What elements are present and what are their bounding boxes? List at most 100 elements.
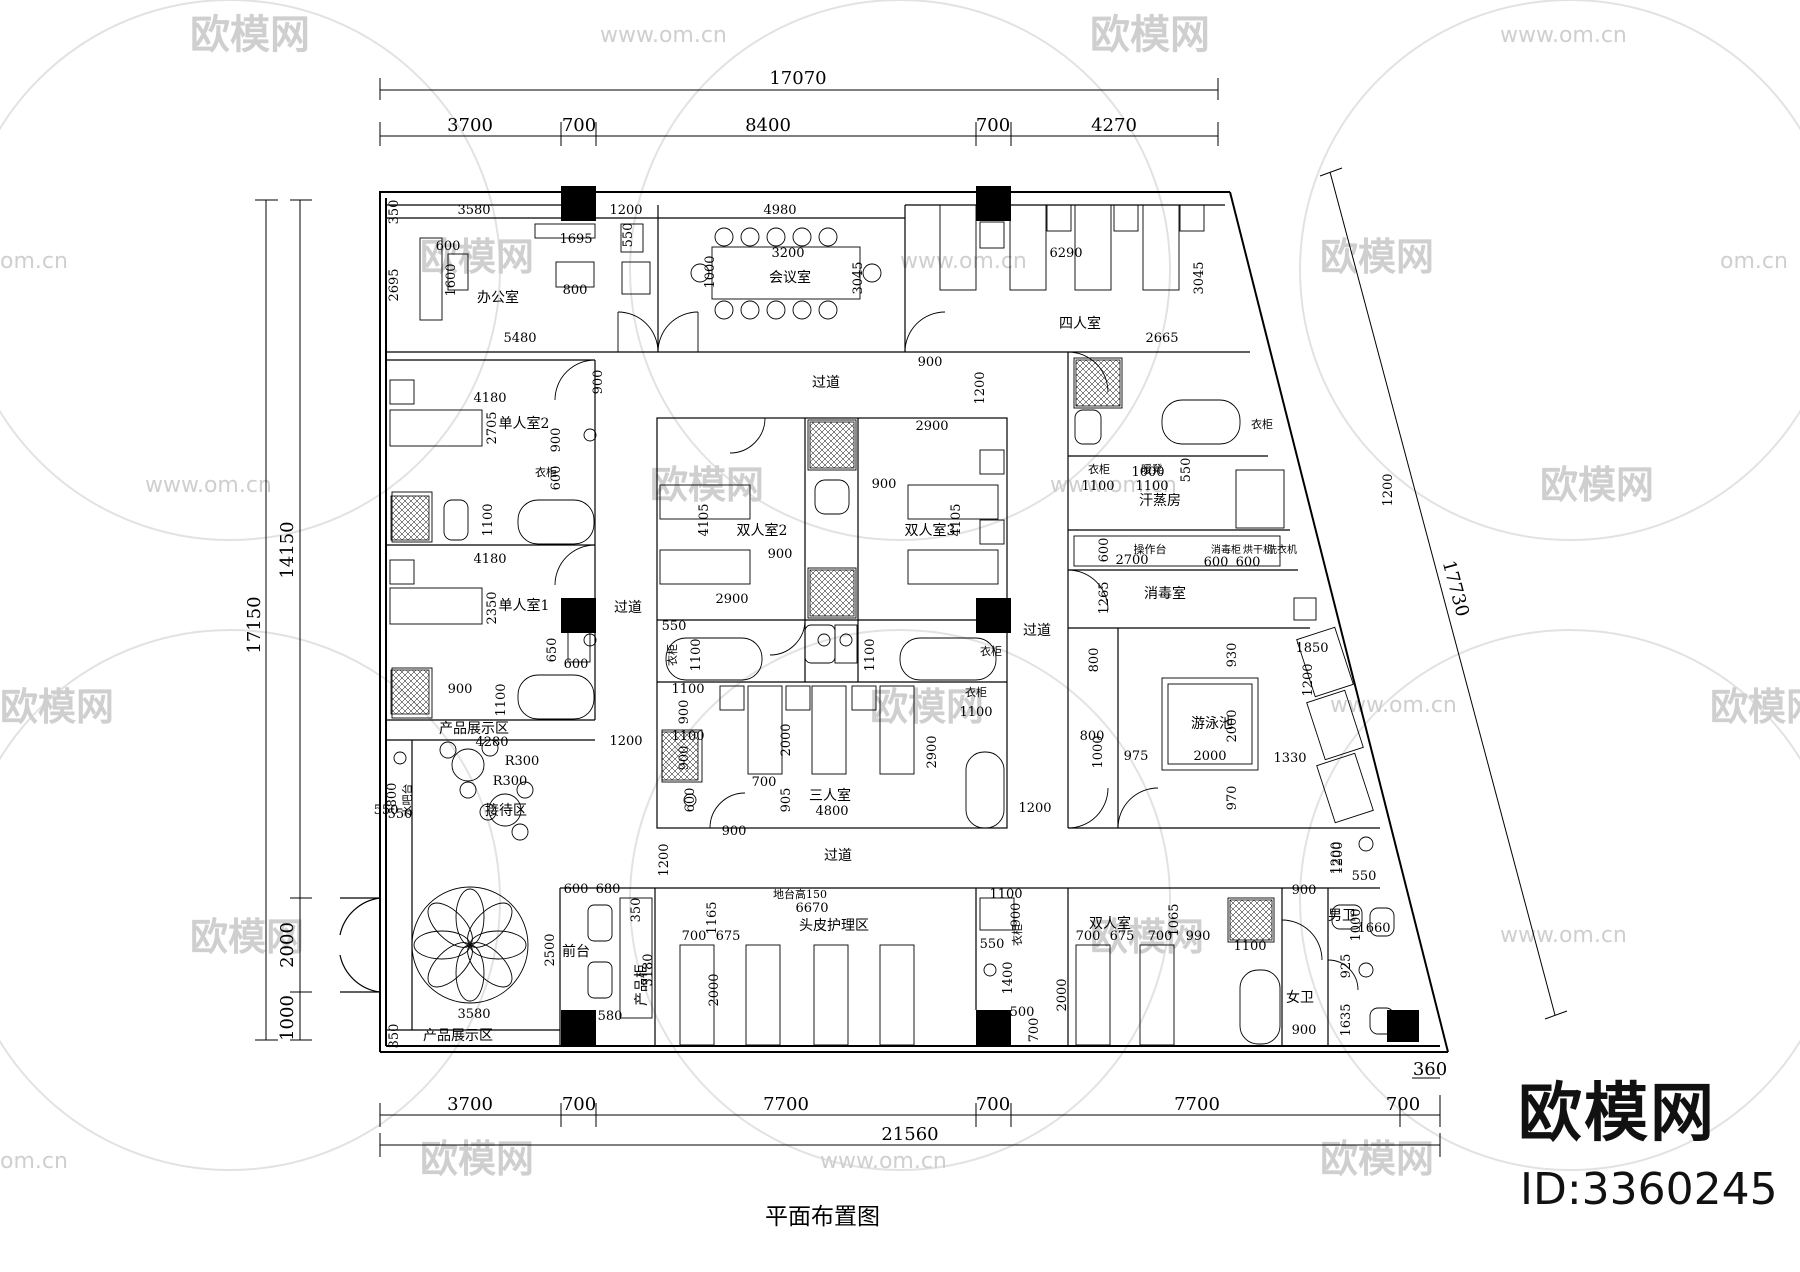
dim-bottom-2: 700 [562,1094,596,1115]
svg-text:3045: 3045 [1192,261,1207,294]
dim-left-main: 14150 [277,521,298,578]
label-wardrobe: 衣柜 [1251,417,1273,431]
svg-text:3045: 3045 [851,261,866,294]
svg-text:600: 600 [1204,555,1229,570]
watermark-brand: 欧模网 [420,235,534,279]
svg-text:3180: 3180 [641,953,656,986]
svg-text:900: 900 [677,700,692,725]
watermark-layer [0,0,1800,1171]
svg-text:5480: 5480 [503,331,536,346]
room-women-wc: 女卫 [1286,989,1314,1006]
dim-bottom-6: 700 [1386,1094,1420,1115]
watermark-brand: 欧模网 [190,12,310,58]
svg-text:1850: 1850 [1295,641,1328,656]
svg-text:970: 970 [1225,786,1240,811]
svg-text:2900: 2900 [715,592,748,607]
room-triple: 三人室 [809,787,851,804]
room-meeting: 会议室 [769,269,811,286]
svg-text:900: 900 [1009,903,1024,928]
svg-text:2000: 2000 [1225,709,1240,742]
svg-text:990: 990 [1186,929,1211,944]
dim-top-4: 700 [976,115,1010,136]
svg-text:1200: 1200 [657,843,672,876]
watermark-url: www.om.cn [1050,473,1177,498]
dim-left-total: 17150 [244,596,265,653]
svg-text:1200: 1200 [1301,663,1316,696]
svg-text:500: 500 [1010,1005,1035,1020]
svg-text:680: 680 [596,882,621,897]
watermark-brand: 欧模网 [1090,12,1210,58]
dimension-labels: 17070 3700 700 8400 700 4270 3700 700 77… [244,68,1473,1145]
label-wardrobe: 衣柜 [665,644,679,666]
svg-text:675: 675 [716,929,741,944]
svg-text:600: 600 [1236,555,1261,570]
svg-text:3580: 3580 [457,1007,490,1022]
dim-top-3: 8400 [745,115,791,136]
svg-text:2350: 2350 [485,591,500,624]
watermark-text: 欧模网 欧模网 www.om.cn www.om.cn 欧模网 欧模网 om.c… [0,12,1800,1181]
svg-text:700: 700 [1027,1018,1042,1043]
svg-text:1695: 1695 [559,232,592,247]
watermark-url: www.om.cn [1500,923,1627,948]
svg-text:R300: R300 [505,754,540,769]
watermark-short: om.cn [0,249,68,274]
svg-text:4105: 4105 [697,503,712,536]
svg-text:1000: 1000 [1091,735,1106,768]
watermark-url: www.om.cn [145,473,272,498]
svg-text:550: 550 [374,803,399,818]
watermark-brand: 欧模网 [1320,235,1434,279]
svg-text:1100: 1100 [863,638,878,671]
svg-text:350: 350 [629,898,644,923]
svg-text:675: 675 [1110,929,1135,944]
outer-walls [379,191,1449,1053]
room-men-wc: 男卫 [1328,908,1356,924]
svg-text:600: 600 [549,466,564,491]
dim-right-diagonal: 17730 [1438,558,1473,619]
svg-text:800: 800 [1080,729,1105,744]
svg-text:6670: 6670 [795,901,828,916]
svg-text:700: 700 [752,775,777,790]
svg-text:550: 550 [980,937,1005,952]
svg-text:2000: 2000 [1193,749,1226,764]
svg-text:1000: 1000 [1349,908,1364,941]
svg-text:600: 600 [1097,538,1112,563]
svg-text:1000: 1000 [703,255,718,288]
detail-dimensions: 3580 1200 4980 350 1695 550 600 1600 269… [374,200,1396,1049]
shower-tiles [390,359,1273,941]
room-pool: 游泳池 [1191,716,1233,732]
svg-text:975: 975 [1124,749,1149,764]
dim-top-5: 4270 [1091,115,1137,136]
label-dryer: 烘干机 [1243,543,1273,556]
svg-text:900: 900 [549,428,564,453]
svg-text:2900: 2900 [915,419,948,434]
meeting-chairs [690,227,882,320]
room-display-1: 产品展示区 [439,721,509,737]
svg-text:4105: 4105 [949,503,964,536]
watermark-brand: 欧模网 [0,685,114,729]
svg-text:1200: 1200 [609,203,642,218]
room-double-2: 双人室2 [737,522,788,539]
svg-text:900: 900 [591,370,606,395]
svg-text:1100: 1100 [959,705,992,720]
svg-text:600: 600 [564,882,589,897]
label-water-bar: 水吧台 [400,784,414,817]
label-wardrobe: 衣柜 [1010,924,1024,946]
svg-text:550: 550 [1179,458,1194,483]
svg-text:2500: 2500 [543,933,558,966]
svg-text:4280: 4280 [475,735,508,750]
svg-text:550: 550 [388,807,413,822]
svg-text:580: 580 [598,1009,623,1024]
svg-text:3200: 3200 [771,246,804,261]
svg-text:550: 550 [621,223,636,248]
svg-text:1200: 1200 [1018,801,1051,816]
svg-text:3580: 3580 [457,203,490,218]
svg-text:930: 930 [1225,643,1240,668]
watermark-brand: 欧模网 [1090,915,1204,959]
label-workbench: 操作台 [1134,542,1167,556]
dim-bottom-5: 7700 [1174,1094,1220,1115]
room-single-1: 单人室1 [499,597,550,614]
svg-text:1100: 1100 [1233,939,1266,954]
columns [561,186,1419,1045]
svg-text:800: 800 [1087,648,1102,673]
